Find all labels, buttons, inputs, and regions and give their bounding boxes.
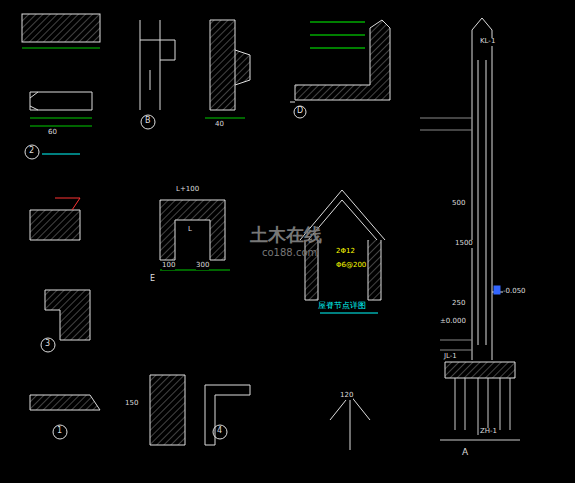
beam-end [30,92,92,110]
dimension: 300 [196,262,209,270]
dimension: 250 [452,300,465,308]
wall-detail [210,20,250,110]
sill-detail [30,395,100,410]
dimension: 1500 [455,240,473,248]
callout-number: B [145,117,151,126]
callout-number: E [150,275,155,284]
eave-detail [295,20,390,100]
watermark: co188.com [262,247,317,258]
callout-number: D [297,107,303,116]
rebar-note: Φ6@200 [336,262,366,270]
elevation-mark: ±0.000 [440,318,466,326]
detail-circle [25,145,39,159]
callout-number: 1 [57,427,62,436]
lintel-detail [30,210,80,240]
beam-tag: JL-1 [444,353,457,361]
post-detail [150,375,185,445]
pile-tag: ZH-1 [480,428,497,436]
corner-detail [45,290,90,340]
beam-tag: KL-1 [480,38,495,46]
rebar-note: 2Φ12 [336,248,355,256]
tall-column [472,30,492,360]
dimension: 150 [125,400,138,408]
dimension: 100 [162,262,175,270]
dimension: 60 [48,129,57,137]
piles [455,378,510,435]
dimension: 120 [340,392,353,400]
elevation-mark: -0.050 [503,288,526,296]
callout-number: 2 [29,147,34,156]
wall-section [22,14,100,42]
dimension: L+100 [176,186,199,194]
dimension: L [188,226,192,234]
callout-number: 4 [217,427,222,436]
dimension: 40 [215,121,224,129]
dimension: 500 [452,200,465,208]
axis-label: A [462,448,468,458]
watermark: 土木在线 [250,225,322,245]
pile-cap [445,362,515,378]
gutter-detail [330,395,370,450]
column-detail [140,20,175,110]
callout-number: 3 [45,340,50,349]
detail-title: 屋脊节点详图 [318,302,366,311]
opening-detail [160,200,225,260]
